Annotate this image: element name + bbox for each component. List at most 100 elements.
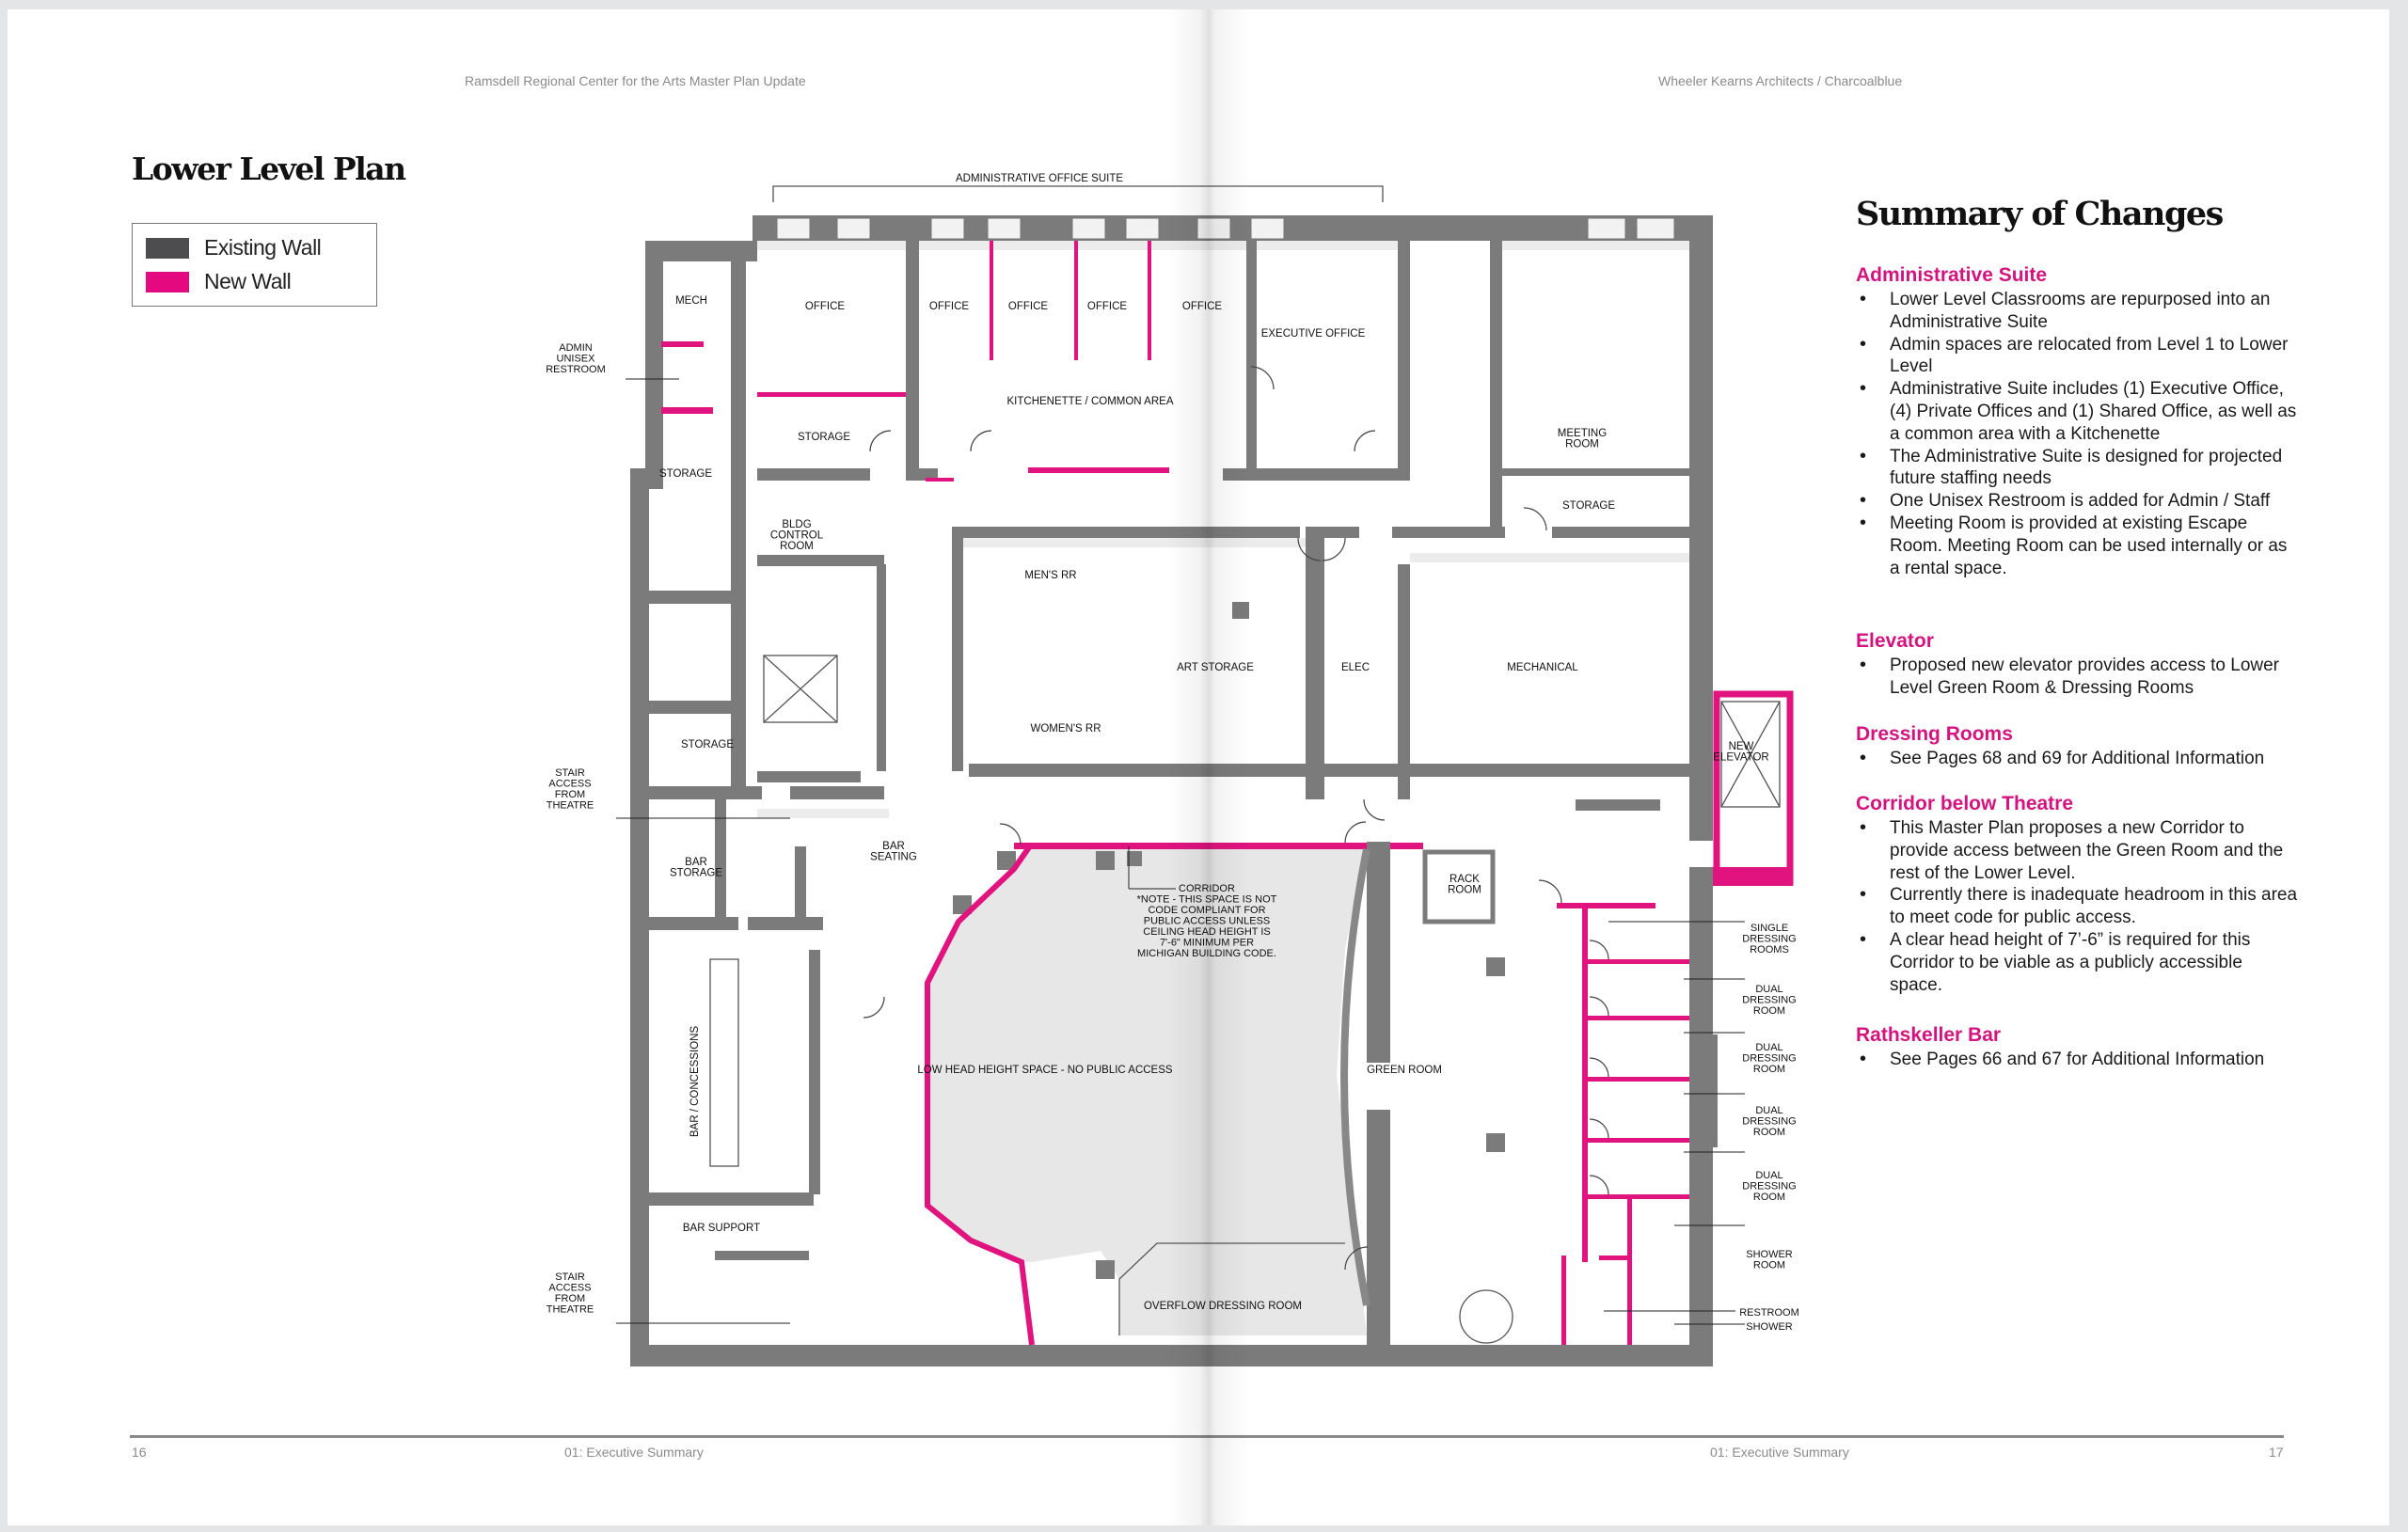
bullet: This Master Plan proposes a new Corridor…: [1856, 817, 2298, 884]
label-line: NEW: [1729, 741, 1754, 752]
label-line: FROM: [555, 789, 585, 800]
bullet: Proposed new elevator provides access to…: [1856, 655, 2298, 700]
room-label-art-storage: ART STORAGE: [1177, 662, 1254, 673]
bullet: Meeting Room is provided at existing Esc…: [1856, 513, 2298, 579]
label-line: ADMIN: [559, 342, 593, 354]
section-heading: Corridor below Theatre: [1856, 793, 2074, 814]
room-label-overflow-dressing: OVERFLOW DRESSING ROOM: [1144, 1301, 1302, 1312]
bullet: Currently there is inadequate headroom i…: [1856, 884, 2298, 929]
label-line: FROM: [555, 1293, 585, 1304]
section-elevator: Elevator Proposed new elevator provides …: [1856, 630, 2298, 700]
label-line: CONTROL: [770, 530, 824, 542]
existing-wall-swatch: [146, 237, 189, 259]
label-line: RESTROOM: [546, 364, 606, 375]
section-dressing-rooms: Dressing Rooms See Pages 68 and 69 for A…: [1856, 723, 2298, 770]
room-label-office: OFFICE: [1182, 301, 1222, 312]
section-rathskeller-bar: Rathskeller Bar See Pages 66 and 67 for …: [1856, 1024, 2298, 1071]
footer-section-left: 01: Executive Summary: [564, 1445, 704, 1460]
columns: [953, 602, 1505, 1279]
bullet: One Unisex Restroom is added for Admin /…: [1856, 490, 2298, 513]
existing-walls: [630, 215, 1718, 1366]
room-label-mech: MECH: [675, 295, 707, 307]
room-label-bar-support: BAR SUPPORT: [683, 1223, 760, 1234]
page-title: Lower Level Plan: [132, 150, 406, 187]
label-line: ACCESS: [548, 1283, 591, 1294]
label-line: STAIR: [555, 767, 585, 779]
new-wall-swatch: [146, 271, 189, 292]
room-label-storage: STORAGE: [1562, 500, 1615, 512]
room-label-green-room: GREEN ROOM: [1367, 1065, 1442, 1076]
label-line: 7'-6" MINIMUM PER: [1160, 938, 1254, 949]
label-line: SINGLE: [1751, 923, 1788, 934]
right-running-title: Wheeler Kearns Architects / Charcoalblue: [1658, 73, 1903, 88]
label-line: THEATRE: [547, 1304, 594, 1316]
label-line: ACCESS: [548, 779, 591, 790]
room-label-womens-rr: WOMEN'S RR: [1030, 723, 1101, 734]
label-line: SHOWER: [1746, 1249, 1793, 1260]
room-label-mechanical: MECHANICAL: [1507, 662, 1578, 673]
footer-rule-right: [1209, 1435, 2284, 1438]
label-line: RACK: [1450, 874, 1480, 885]
left-running-title: Ramsdell Regional Center for the Arts Ma…: [465, 73, 806, 88]
label-line: THEATRE: [547, 800, 594, 812]
legend-new-wall: New Wall: [146, 269, 292, 294]
room-label-storage: STORAGE: [681, 739, 734, 750]
label-line: MICHIGAN BUILDING CODE.: [1137, 948, 1276, 959]
label-line: ROOM: [1753, 1005, 1785, 1017]
room-label-elec: ELEC: [1341, 662, 1370, 673]
annotation-shower: SHOWER: [1746, 1321, 1793, 1333]
room-label-mens-rr: MEN'S RR: [1024, 570, 1076, 581]
section-corridor: Corridor below Theatre This Master Plan …: [1856, 793, 2298, 996]
suite-bracket: [772, 185, 1384, 202]
label-line: BAR: [882, 841, 905, 852]
label-line: DUAL: [1755, 1105, 1782, 1116]
label-line: UNISEX: [557, 354, 596, 365]
annotation-restroom: RESTROOM: [1739, 1307, 1799, 1319]
page-number-right: 17: [2269, 1445, 2284, 1460]
windows: [776, 217, 1675, 240]
label-line: PUBLIC ACCESS UNLESS: [1144, 916, 1271, 927]
room-label-storage: STORAGE: [659, 468, 712, 480]
label-line: *NOTE - THIS SPACE IS NOT: [1137, 894, 1277, 906]
label-line: ROOM: [1753, 1064, 1785, 1075]
bullet: See Pages 68 and 69 for Additional Infor…: [1856, 748, 2298, 770]
label-line: ROOM: [1753, 1260, 1785, 1271]
label-line: DUAL: [1755, 1042, 1782, 1053]
label-line: DRESSING: [1742, 1053, 1796, 1065]
overflow-dressing-wall: [1118, 1242, 1345, 1335]
label-line: BLDG: [782, 519, 811, 530]
legend-label: Existing Wall: [204, 235, 322, 260]
bullet: Administrative Suite includes (1) Execut…: [1856, 378, 2298, 445]
new-elevator: [1713, 690, 1794, 886]
suite-label: ADMINISTRATIVE OFFICE SUITE: [956, 173, 1123, 184]
label-line: ROOM: [780, 541, 814, 552]
room-label-office: OFFICE: [1087, 301, 1127, 312]
room-label-office: OFFICE: [1008, 301, 1048, 312]
label-line: ROOM: [1448, 885, 1481, 896]
room-label-storage: STORAGE: [798, 432, 850, 443]
label-line: DRESSING: [1742, 1116, 1796, 1128]
legend: Existing Wall New Wall: [132, 223, 377, 307]
label-line: DUAL: [1755, 1170, 1782, 1181]
legend-existing-wall: Existing Wall: [146, 235, 322, 261]
footer-section-right: 01: Executive Summary: [1710, 1445, 1849, 1460]
room-label-kitchenette: KITCHENETTE / COMMON AREA: [1007, 396, 1174, 407]
label-line: STORAGE: [670, 868, 722, 879]
bullet: See Pages 66 and 67 for Additional Infor…: [1856, 1049, 2298, 1071]
label-line: DRESSING: [1742, 1181, 1796, 1192]
section-heading: Administrative Suite: [1856, 264, 2048, 286]
